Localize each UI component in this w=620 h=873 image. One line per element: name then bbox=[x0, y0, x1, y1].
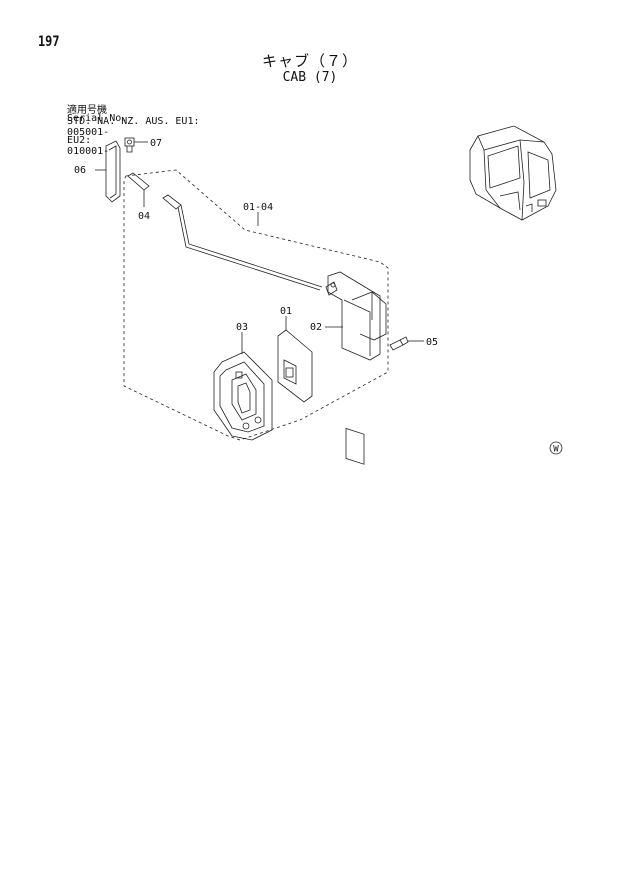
part-05-screw bbox=[389, 336, 409, 351]
page-number: 197 bbox=[38, 34, 60, 50]
part-02-bracket bbox=[325, 271, 387, 465]
w-mark-icon bbox=[549, 441, 563, 455]
assembly-boundary bbox=[123, 169, 389, 441]
cab-thumbnail bbox=[469, 125, 557, 221]
serial-models: STD. NA. NZ. AUS. EU1: bbox=[67, 116, 200, 127]
label-04: 04 bbox=[138, 211, 150, 222]
label-03: 03 bbox=[236, 322, 248, 333]
part-07-clip bbox=[124, 137, 135, 153]
serial-label-en: Serial No. bbox=[67, 113, 128, 124]
page-title-english: CAB (7) bbox=[282, 70, 338, 85]
label-01: 01 bbox=[280, 306, 292, 317]
label-05: 05 bbox=[426, 337, 438, 348]
serial-number-line: Serial No. EU2: 010001- bbox=[55, 102, 139, 157]
part-06-plate bbox=[105, 140, 121, 203]
part-03-bezel bbox=[213, 351, 273, 441]
part-01-switch-plate bbox=[277, 329, 313, 403]
label-07: 07 bbox=[150, 138, 162, 149]
label-01-04: 01-04 bbox=[243, 202, 273, 213]
serial-eu2-range: 010001- bbox=[67, 146, 110, 157]
serial-models-range: 005001- bbox=[67, 127, 110, 138]
page-title-japanese: キャブ（７） bbox=[261, 52, 358, 70]
serial-eu2: EU2: bbox=[67, 135, 92, 146]
label-02: 02 bbox=[310, 322, 322, 333]
w-mark-label: W bbox=[553, 445, 559, 455]
serial-label-jp: 適用号機 bbox=[67, 105, 108, 116]
applicable-serial-line: 適用号機 STD. NA. NZ. AUS. EU1: 005001- bbox=[55, 90, 200, 138]
part-04-connector bbox=[127, 172, 182, 210]
harness-cable bbox=[177, 204, 323, 291]
label-06: 06 bbox=[74, 165, 86, 176]
